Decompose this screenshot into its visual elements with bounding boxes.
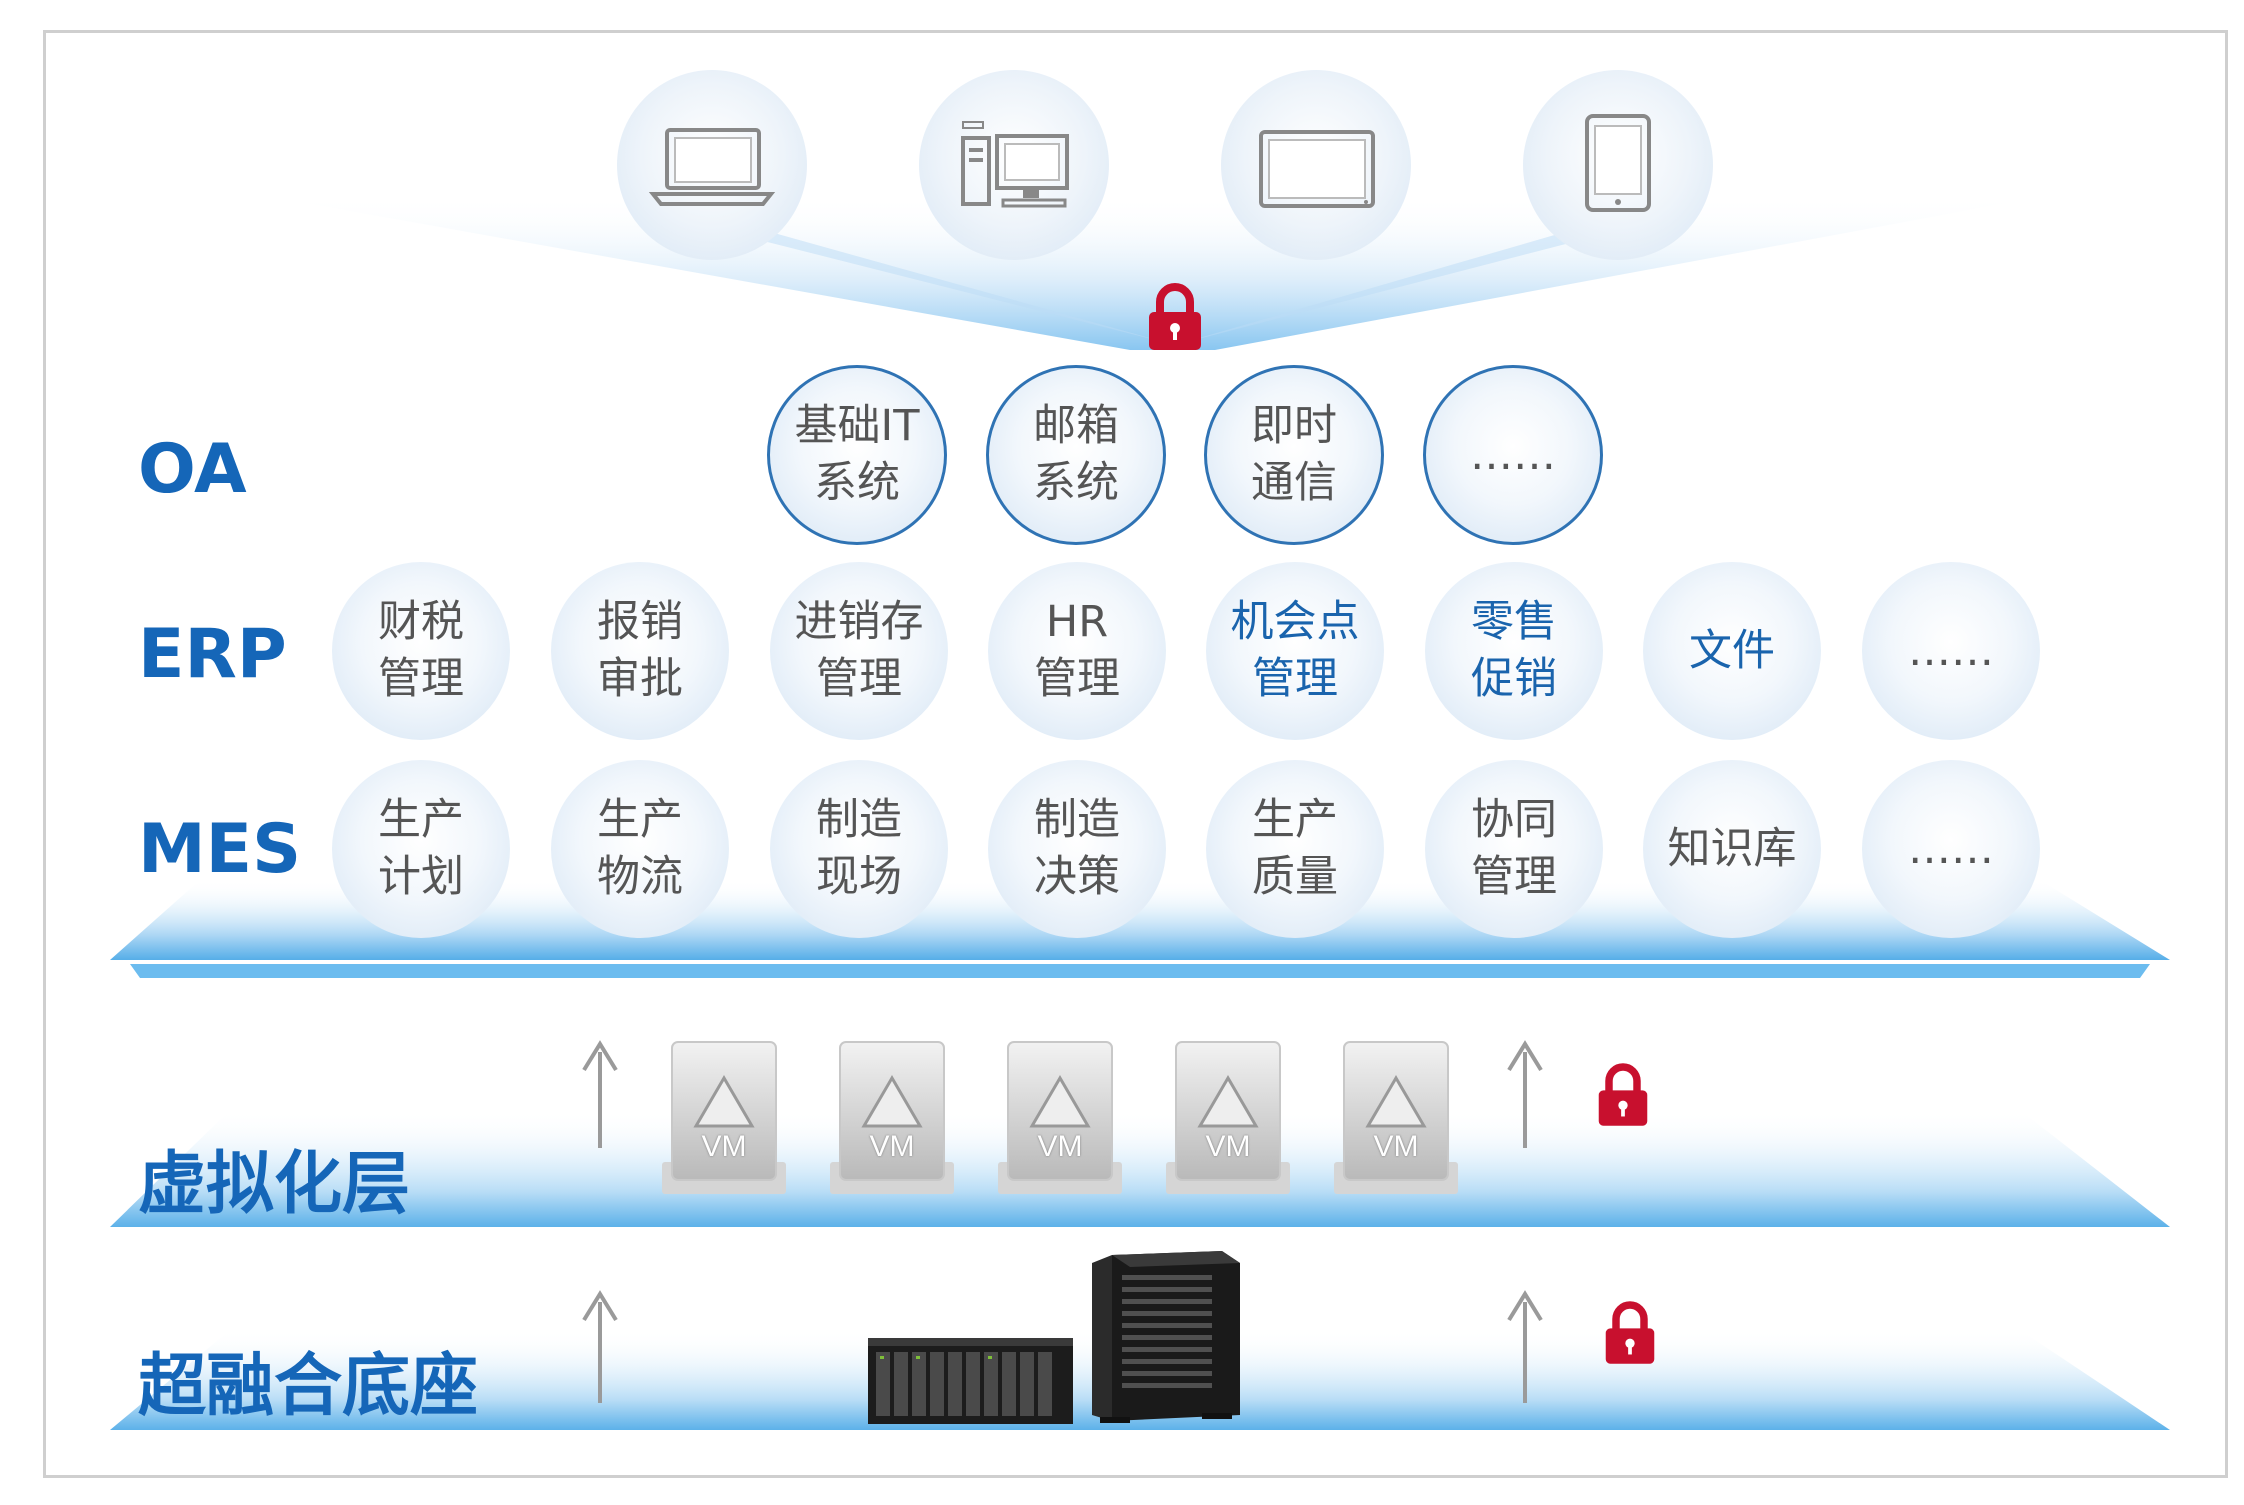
erp-item-label: 机会点 管理 — [1230, 597, 1360, 704]
up-arrow-icon — [582, 1290, 618, 1403]
all-in-one-monitor-icon — [1221, 70, 1411, 260]
oa-label: OA — [138, 430, 247, 509]
erp-item: 机会点 管理 — [1206, 562, 1384, 740]
erp-item: 财税 管理 — [332, 562, 510, 740]
oa-item-label: 基础IT 系统 — [794, 401, 920, 508]
oa-item-label: …… — [1470, 429, 1556, 480]
hci-label: 超融合底座 — [138, 1347, 479, 1426]
vm-label: VM — [869, 1130, 915, 1163]
oa-item: 基础IT 系统 — [767, 365, 947, 545]
diagram-frame — [43, 30, 2228, 1478]
vm-icon: VM — [1332, 1040, 1460, 1200]
oa-item-label: 邮箱 系统 — [1033, 401, 1119, 508]
mes-item-label: 生产 物流 — [597, 795, 683, 902]
up-arrow-icon — [1507, 1290, 1543, 1403]
desktop-pc-icon — [919, 70, 1109, 260]
oa-item-label: 即时 通信 — [1251, 401, 1337, 508]
erp-item-label: 进销存 管理 — [794, 597, 924, 704]
mes-item: …… — [1862, 760, 2040, 938]
vm-icon: VM — [660, 1040, 788, 1200]
erp-item-label: …… — [1908, 625, 1994, 676]
erp-item-label: 报销 审批 — [597, 597, 683, 704]
mes-item: 生产 计划 — [332, 760, 510, 938]
security-lock-icon — [1595, 1062, 1651, 1132]
erp-label: ERP — [138, 615, 287, 694]
erp-item-label: 财税 管理 — [378, 597, 464, 704]
mes-item: 生产 物流 — [551, 760, 729, 938]
up-arrow-icon — [1507, 1040, 1543, 1148]
vm-icon: VM — [996, 1040, 1124, 1200]
erp-item: 报销 审批 — [551, 562, 729, 740]
virtualization-label: 虚拟化层 — [138, 1145, 411, 1224]
mes-item-label: 制造 现场 — [816, 795, 902, 902]
rack-server-icon — [868, 1338, 1073, 1424]
vm-label: VM — [701, 1130, 747, 1163]
security-lock-icon — [1145, 282, 1205, 356]
mes-item-label: 知识库 — [1667, 823, 1797, 874]
up-arrow-icon — [582, 1040, 618, 1148]
mes-item-label: 协同 管理 — [1471, 795, 1557, 902]
oa-item: 邮箱 系统 — [986, 365, 1166, 545]
erp-item: 进销存 管理 — [770, 562, 948, 740]
erp-item: …… — [1862, 562, 2040, 740]
oa-item: 即时 通信 — [1204, 365, 1384, 545]
erp-item: 文件 — [1643, 562, 1821, 740]
mes-label: MES — [138, 810, 302, 889]
mes-item: 知识库 — [1643, 760, 1821, 938]
light-beam — [260, 190, 2050, 350]
erp-item: HR 管理 — [988, 562, 1166, 740]
mes-item-label: …… — [1908, 823, 1994, 874]
erp-item-label: HR 管理 — [1034, 597, 1120, 704]
mes-item: 制造 决策 — [988, 760, 1166, 938]
erp-item-label: 文件 — [1689, 625, 1775, 676]
mes-item-label: 生产 计划 — [378, 795, 464, 902]
mes-item: 制造 现场 — [770, 760, 948, 938]
vm-label: VM — [1037, 1130, 1083, 1163]
vm-icon: VM — [828, 1040, 956, 1200]
security-lock-icon — [1602, 1300, 1658, 1370]
oa-item: …… — [1423, 365, 1603, 545]
vm-label: VM — [1373, 1130, 1419, 1163]
virtualization-layer-band — [110, 1110, 2170, 1227]
mes-item: 协同 管理 — [1425, 760, 1603, 938]
erp-item: 零售 促销 — [1425, 562, 1603, 740]
mes-item: 生产 质量 — [1206, 760, 1384, 938]
tablet-icon — [1523, 70, 1713, 260]
tower-server-icon — [1092, 1251, 1240, 1423]
erp-item-label: 零售 促销 — [1471, 597, 1557, 704]
mes-item-label: 生产 质量 — [1252, 795, 1338, 902]
laptop-icon — [617, 70, 807, 260]
vm-icon: VM — [1164, 1040, 1292, 1200]
vm-label: VM — [1205, 1130, 1251, 1163]
mes-item-label: 制造 决策 — [1034, 795, 1120, 902]
